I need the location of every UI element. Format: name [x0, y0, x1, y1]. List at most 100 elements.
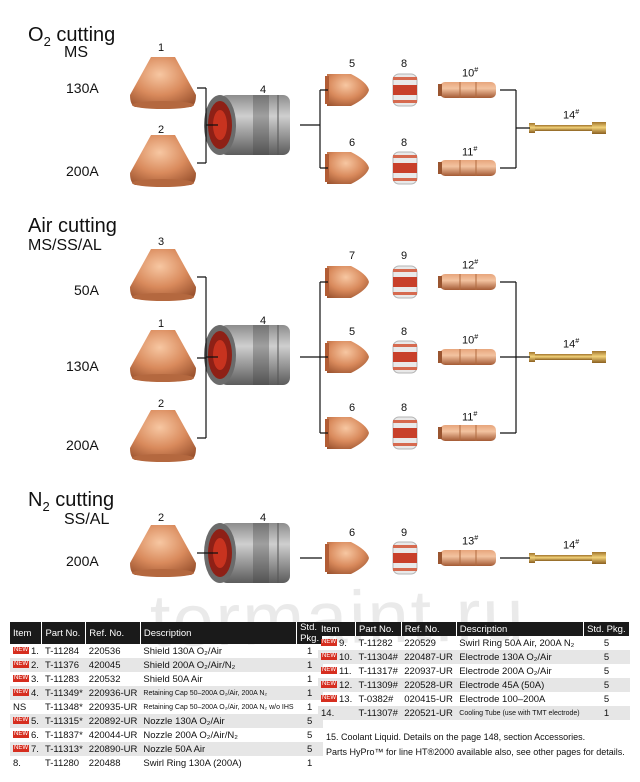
item-cell: NS — [13, 701, 27, 713]
swirl-ring-icon — [392, 265, 418, 299]
callout-number: 14# — [563, 538, 580, 552]
std-pkg-cell: 1 — [306, 757, 313, 769]
callout-number: 11# — [462, 145, 478, 159]
note-parts: Parts HyPro™ for line HT®2000 available … — [326, 747, 625, 757]
air-section-subtitle: MS/SS/AL — [28, 237, 102, 254]
electrode-200a-icon — [437, 424, 497, 442]
std-pkg-cell: 5 — [603, 693, 610, 705]
nozzle-130a-icon — [325, 74, 369, 106]
parts-table-right: Item Part No. Ref. No. Description Std. … — [318, 622, 630, 720]
part-no-cell: T-11307# — [355, 706, 402, 720]
callout-number: 9 — [401, 250, 408, 262]
description-cell: Swirl Ring 130A (200A) — [143, 757, 242, 769]
callout-number: 8 — [401, 137, 408, 149]
description-cell: Retaining Cap 50–200A O₂/Air, 200A N₂ — [140, 686, 297, 700]
n2-section-title: N2 cutting — [28, 489, 115, 514]
new-badge: NEW — [13, 647, 29, 655]
part-no-cell: T-11376 — [41, 658, 86, 672]
callout-number: 4 — [260, 315, 267, 327]
new-badge: NEW — [321, 695, 337, 703]
new-badge: NEW — [13, 661, 29, 669]
description-cell: Electrode 200A O₂/Air — [459, 665, 552, 677]
std-pkg-cell: 1 — [306, 645, 313, 657]
new-badge: NEW — [321, 667, 337, 675]
callout-number: 6 — [349, 402, 356, 414]
ref-no-cell: 420044-UR — [88, 729, 138, 741]
callout-number: 12# — [462, 258, 479, 272]
shield-200a-icon — [130, 410, 196, 462]
swirl-ring-icon — [392, 416, 418, 450]
ref-no-cell: 220936-UR — [85, 686, 141, 700]
std-pkg-cell: 1 — [296, 658, 323, 672]
shield-50a-icon — [130, 249, 196, 301]
std-pkg-cell: 5 — [306, 729, 313, 741]
col-part-no: Part No. — [41, 622, 87, 644]
shield-200a-icon — [130, 135, 196, 187]
n2-connector-lines — [197, 552, 530, 559]
amperage-label: 50A — [74, 282, 99, 298]
callout-number: 4 — [260, 84, 267, 96]
air-connector-lines — [197, 276, 530, 439]
part-no-cell: T-11284 — [44, 645, 80, 657]
callout-number: 6 — [349, 137, 356, 149]
std-pkg-cell: 5 — [296, 742, 323, 756]
description-cell: Shield 50A Air — [143, 673, 203, 685]
callout-number: 9 — [401, 527, 408, 539]
col-part-no: Part No. — [355, 622, 402, 636]
part-no-cell: T-11317# — [358, 665, 398, 677]
part-no-cell: T-11282 — [358, 637, 393, 649]
electrode-50a-icon — [437, 273, 497, 291]
description-cell: Cooling Tube (use with TMT electrode) — [456, 706, 584, 720]
callout-number: 8 — [401, 326, 408, 338]
std-pkg-cell: 5 — [296, 714, 323, 728]
callout-number: 4 — [260, 512, 267, 524]
std-pkg-cell: 5 — [583, 650, 630, 664]
new-badge: NEW — [13, 717, 29, 725]
item-cell: 14. — [318, 706, 356, 720]
callout-number: 1 — [158, 318, 165, 330]
std-pkg-cell: 5 — [603, 665, 610, 677]
amperage-label: 200A — [66, 437, 99, 453]
shield-130a-icon — [130, 330, 196, 382]
cooling-tube-icon — [529, 552, 606, 564]
ref-no-cell: 220892-UR — [85, 714, 141, 728]
shield-130a-icon — [130, 57, 196, 109]
ref-no-cell: 020415-UR — [404, 693, 453, 705]
cooling-tube-icon — [529, 351, 606, 363]
description-cell: Nozzle 50A Air — [140, 742, 297, 756]
callout-number: 13# — [462, 534, 479, 548]
description-cell: Electrode 45A (50A) — [456, 678, 584, 692]
note-coolant: 15. Coolant Liquid. Details on the page … — [326, 732, 586, 742]
nozzle-50a-icon — [325, 266, 369, 298]
electrode-130a-icon — [437, 348, 497, 366]
o2-section-subtitle: MS — [64, 44, 88, 61]
electrode-200a-icon — [437, 159, 497, 177]
retaining-cap-icon — [203, 324, 291, 386]
description-cell: Nozzle 130A O₂/Air — [140, 714, 297, 728]
swirl-ring-icon — [392, 151, 418, 185]
callout-number: 2 — [158, 512, 165, 524]
new-badge: NEW — [13, 689, 29, 697]
ref-no-cell: 220935-UR — [88, 701, 138, 713]
col-description: Description — [456, 622, 585, 636]
description-cell: Swirl Ring 50A Air, 200A N₂ — [459, 637, 575, 649]
part-no-cell: T-11348* — [44, 701, 83, 713]
std-pkg-cell: 5 — [583, 678, 630, 692]
ref-no-cell: 220532 — [88, 673, 121, 685]
ref-no-cell: 220937-UR — [404, 665, 453, 677]
